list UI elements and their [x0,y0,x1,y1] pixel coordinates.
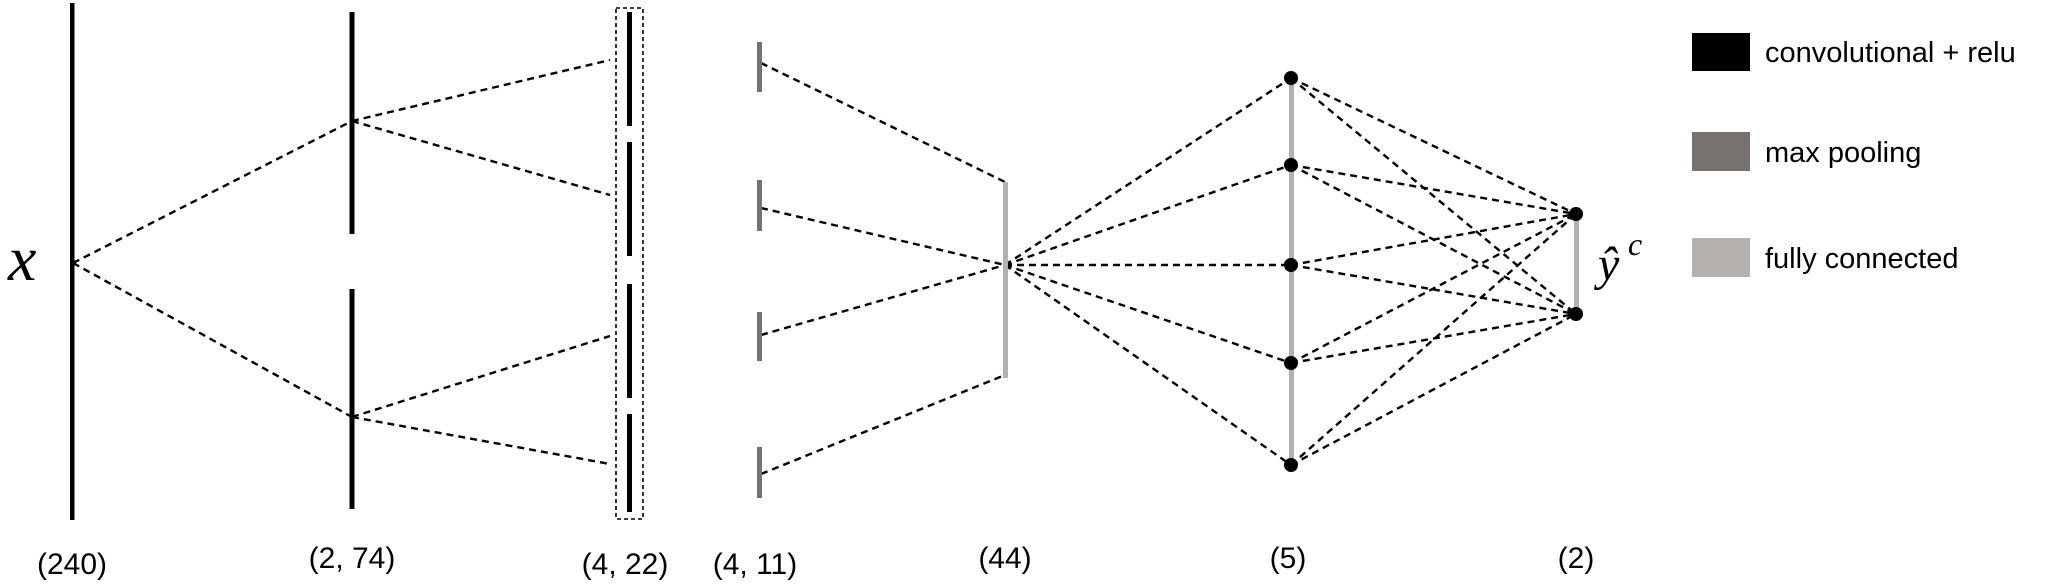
fc44-bar [1003,182,1008,378]
dim-label-output: (2) [1558,542,1595,575]
legend-swatch-fc [1692,238,1750,277]
fc5-node-1 [1284,71,1298,85]
edge-n3-o1 [1290,212,1577,267]
conv1-bar-bottom [349,289,355,509]
dim-label-input: (240) [37,548,107,581]
conv2-bar-3 [627,284,632,398]
conv2-bar-1 [627,12,632,126]
edge-fc44-n2 [1004,163,1292,267]
fc5-bar [1289,78,1294,466]
conv2-box [615,7,644,520]
edge-pool3-fc44 [760,263,1006,337]
edge-n4-o1 [1290,212,1577,365]
output-superscript: c [1628,226,1642,262]
edge-n1-o2 [1290,77,1577,315]
legend-swatch-pool [1692,132,1750,171]
fc44-layer [1003,182,1008,378]
edge-pool4-fc44 [760,373,1006,476]
edge-fc44-n5 [1004,264,1292,466]
input-symbol: x [7,223,36,294]
edge-conv1b-conv2c [351,334,611,419]
output-symbol-group: ŷ c [1593,226,1642,291]
conv2-bar-4 [627,414,632,512]
fc5-layer [1284,71,1298,472]
pool-bar-4 [757,447,762,498]
fc5-node-4 [1284,356,1298,370]
dim-label-fc5: (5) [1270,542,1307,575]
edge-input-conv1-top [72,119,353,265]
edge-n4-o2 [1290,312,1577,365]
output-bar [1574,214,1579,314]
edge-n5-o1 [1290,213,1577,466]
pool-layer [757,42,762,498]
connection-lines [72,58,1577,476]
edge-n1-o1 [1290,76,1577,216]
legend-swatch-conv [1692,33,1750,71]
legend-label-pool: max pooling [1765,137,1921,169]
output-node-2 [1569,307,1583,321]
legend-label-conv: convolutional + relu [1765,37,2016,69]
dim-label-fc44: (44) [978,542,1031,575]
conv1-layer [349,12,355,509]
conv2-bar-2 [627,142,632,256]
legend: convolutional + relu max pooling fully c… [1692,33,2016,277]
pool-bar-1 [757,42,762,92]
pool-bar-2 [757,180,762,231]
edge-input-conv1-bottom [72,261,353,419]
edge-conv1a-conv2a [351,58,611,123]
dim-label-pool: (4, 11) [713,548,797,581]
fc5-node-2 [1284,158,1298,172]
dim-label-conv2: (4, 22) [582,548,669,581]
edge-fc44-n4 [1004,263,1292,365]
conv2-layer [615,7,644,520]
legend-label-fc: fully connected [1765,243,1958,275]
dimension-labels: (240) (2, 74) (4, 22) (4, 11) (44) (5) (… [37,542,1594,581]
edge-pool1-fc44 [760,61,1006,184]
input-bar [70,3,75,520]
edge-fc44-n1 [1004,76,1292,267]
fc5-node-3 [1284,258,1298,272]
edge-pool2-fc44 [760,206,1006,267]
dim-label-conv1: (2, 74) [309,542,396,575]
edge-n2-o1 [1290,163,1577,216]
output-symbol: ŷ [1593,238,1620,291]
edge-conv1a-conv2b [351,119,611,197]
output-layer [1569,207,1583,321]
pool-bar-3 [757,312,762,361]
output-node-1 [1569,207,1583,221]
edge-n5-o2 [1290,312,1577,467]
fc5-node-5 [1284,458,1298,472]
edge-conv1b-conv2d [351,415,611,466]
conv1-bar-top [349,12,355,234]
input-layer [70,3,75,520]
